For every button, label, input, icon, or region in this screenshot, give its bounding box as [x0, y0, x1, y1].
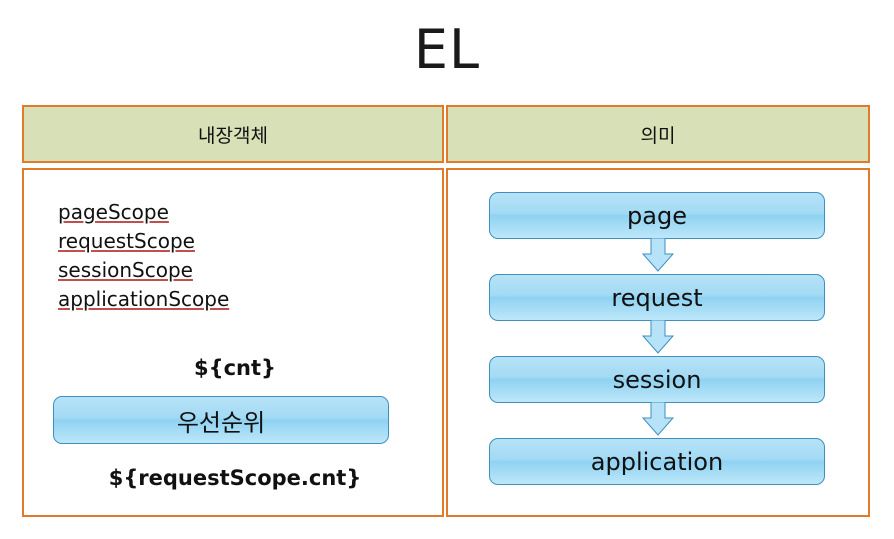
table-header-cell-objects: 내장객체 — [22, 105, 444, 163]
table-header-cell-meaning: 의미 — [446, 105, 870, 163]
scope-list: pageScope requestScope sessionScope appl… — [58, 198, 229, 314]
list-item: requestScope — [58, 229, 195, 253]
table-body-cell-objects: pageScope requestScope sessionScope appl… — [22, 168, 444, 517]
down-arrow-icon — [640, 319, 676, 356]
down-arrow-icon — [640, 401, 676, 438]
list-item: pageScope — [58, 200, 169, 224]
el-table: 내장객체 의미 pageScope requestScope sessionSc… — [22, 105, 870, 517]
table-body-cell-meaning: page request session application — [446, 168, 870, 517]
down-arrow-icon — [640, 237, 676, 274]
scope-box-request: request — [489, 274, 825, 321]
priority-box: 우선순위 — [53, 396, 389, 444]
scope-box-session: session — [489, 356, 825, 403]
expression-cnt: ${cnt} — [194, 356, 276, 380]
list-item: applicationScope — [58, 287, 230, 311]
scope-box-application: application — [489, 438, 825, 485]
header-label-objects: 내장객체 — [198, 124, 268, 147]
list-item: sessionScope — [58, 258, 193, 282]
page-title: EL — [413, 18, 481, 81]
header-label-meaning: 의미 — [640, 124, 676, 147]
expression-request-scope-cnt: ${requestScope.cnt} — [108, 466, 362, 490]
scope-box-page: page — [489, 192, 825, 239]
